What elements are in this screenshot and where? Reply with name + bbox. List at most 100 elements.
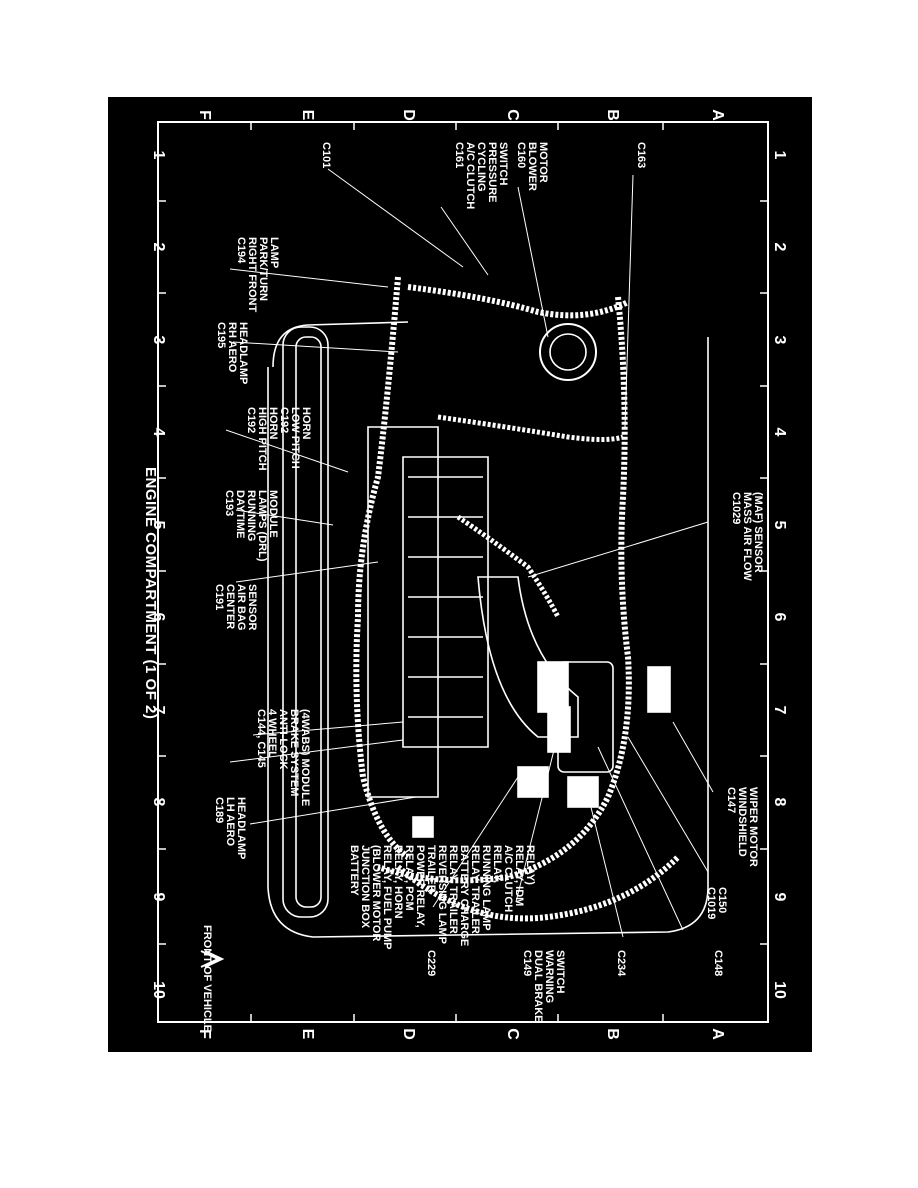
callout-line: LH AERO [224, 797, 236, 847]
callout-line: RELAY, PCM [403, 845, 415, 911]
callout-line: RELAY, TRAILER [469, 845, 481, 934]
callout-line: 4 WHEEL [266, 709, 278, 758]
callout-line: HORN [267, 407, 279, 439]
callout-line: RELAY, IDM [513, 845, 525, 906]
inner-frame [157, 121, 769, 1023]
grid-number-9-right: 9 [771, 893, 788, 902]
callout-line: RUNNING [245, 490, 257, 541]
callout-line: MASS AIR FLOW [741, 492, 753, 581]
callout-line: RELAY, [491, 845, 503, 883]
grid-letter-b: B [604, 109, 621, 121]
callout-line: JUNCTION BOX [359, 845, 371, 929]
grid-number-1-left: 1 [150, 151, 167, 160]
bumper-outline [272, 321, 409, 368]
callout-line: C234 [615, 950, 627, 977]
callout-c163: C163 [635, 142, 647, 168]
diagram-title: ENGINE COMPARTMENT (1 OF 2) [142, 467, 159, 719]
grid-number-6-right: 6 [771, 613, 788, 622]
callout-line: RELAY) [524, 845, 536, 885]
grid-number-7-left: 7 [150, 706, 167, 715]
callout-line: (MAF) SENSOR [752, 492, 764, 573]
grid-number-8-left: 8 [150, 798, 167, 807]
grid-letter-f: F [196, 110, 213, 120]
callout-line: SWITCH [497, 142, 509, 185]
grid-letter-f: F [196, 1029, 213, 1039]
blower-motor [539, 323, 597, 381]
callout-c234: C234 [615, 950, 627, 977]
callout-c148: C148 [712, 950, 724, 976]
grid-letter-e: E [299, 110, 316, 121]
callout-line: HEADLAMP [235, 797, 247, 859]
grid-letter-d: D [400, 109, 417, 121]
callout-line: C195 [215, 322, 227, 348]
callout-line: (4WABS) MODULE [299, 709, 311, 806]
callout-line: C192 [278, 407, 290, 433]
grid-number-7-right: 7 [771, 706, 788, 715]
callout-line: C149 [521, 950, 533, 976]
callout-line: DUAL BRAKE [532, 950, 544, 1023]
callout-line: BLOWER [526, 142, 538, 191]
callout-line: SWITCH [554, 950, 566, 993]
callout-line: MODULE [267, 490, 279, 538]
radiator-outline [282, 326, 329, 918]
callout-line: BATTERY CHARGE [458, 845, 470, 946]
grid-letter-b: B [604, 1028, 621, 1040]
callout-line: TRAILER [425, 845, 437, 893]
callout-line: PRESSURE [486, 142, 498, 203]
callout-line: C147 [725, 787, 737, 813]
callout-line: RUNNING LAMP [480, 845, 492, 931]
grid-number-4-right: 4 [771, 428, 788, 437]
callout-line: C101 [320, 142, 332, 168]
valve-cover-1 [402, 456, 489, 748]
grid-letter-a: A [709, 1028, 726, 1040]
callout-line: C161 [453, 142, 465, 168]
chevron-up-icon [200, 950, 225, 968]
callout-line: C1019 [705, 887, 717, 919]
grid-number-5-right: 5 [771, 521, 788, 530]
grid-number-6-left: 6 [150, 613, 167, 622]
callout-line: BRAKE SYSTEM [288, 709, 300, 796]
callout-line: C160 [515, 142, 527, 168]
grid-number-2-right: 2 [771, 243, 788, 252]
callout-line: C194 [235, 237, 247, 264]
callout-line: C189 [213, 797, 225, 823]
grid-letter-e: E [299, 1029, 316, 1040]
wire-harness-bottom [396, 854, 681, 922]
callout-line: A/C CLUTCH [502, 845, 514, 912]
callout-line: C229 [425, 950, 437, 976]
callout-line: C192 [245, 407, 257, 433]
wire-harness-top [407, 284, 630, 319]
grid-letter-a: A [709, 109, 726, 121]
callout-line: RH AERO [226, 322, 238, 373]
leader-lines [225, 168, 714, 938]
callout-line: C163 [635, 142, 647, 168]
wire-harness-branch [456, 514, 561, 619]
engine-illustration [267, 276, 709, 938]
callout-line: PARK/TURN [257, 237, 269, 301]
callout-line: C148 [712, 950, 724, 976]
grid-number-2-left: 2 [150, 243, 167, 252]
front-of-vehicle-label: FRONT OF VEHICLE [201, 925, 213, 1032]
grid-number-8-right: 8 [771, 798, 788, 807]
grid-number-10-left: 10 [150, 981, 167, 999]
callout-line: WARNING [543, 950, 555, 1003]
callout-line: RELAY, FUEL PUMP [381, 845, 393, 950]
callout-line: LOW PITCH [289, 407, 301, 469]
grid-number-5-left: 5 [150, 521, 167, 530]
radiator-inner [295, 336, 322, 908]
callout-line: C144, C145 [255, 709, 267, 768]
grid-number-3-left: 3 [150, 336, 167, 345]
